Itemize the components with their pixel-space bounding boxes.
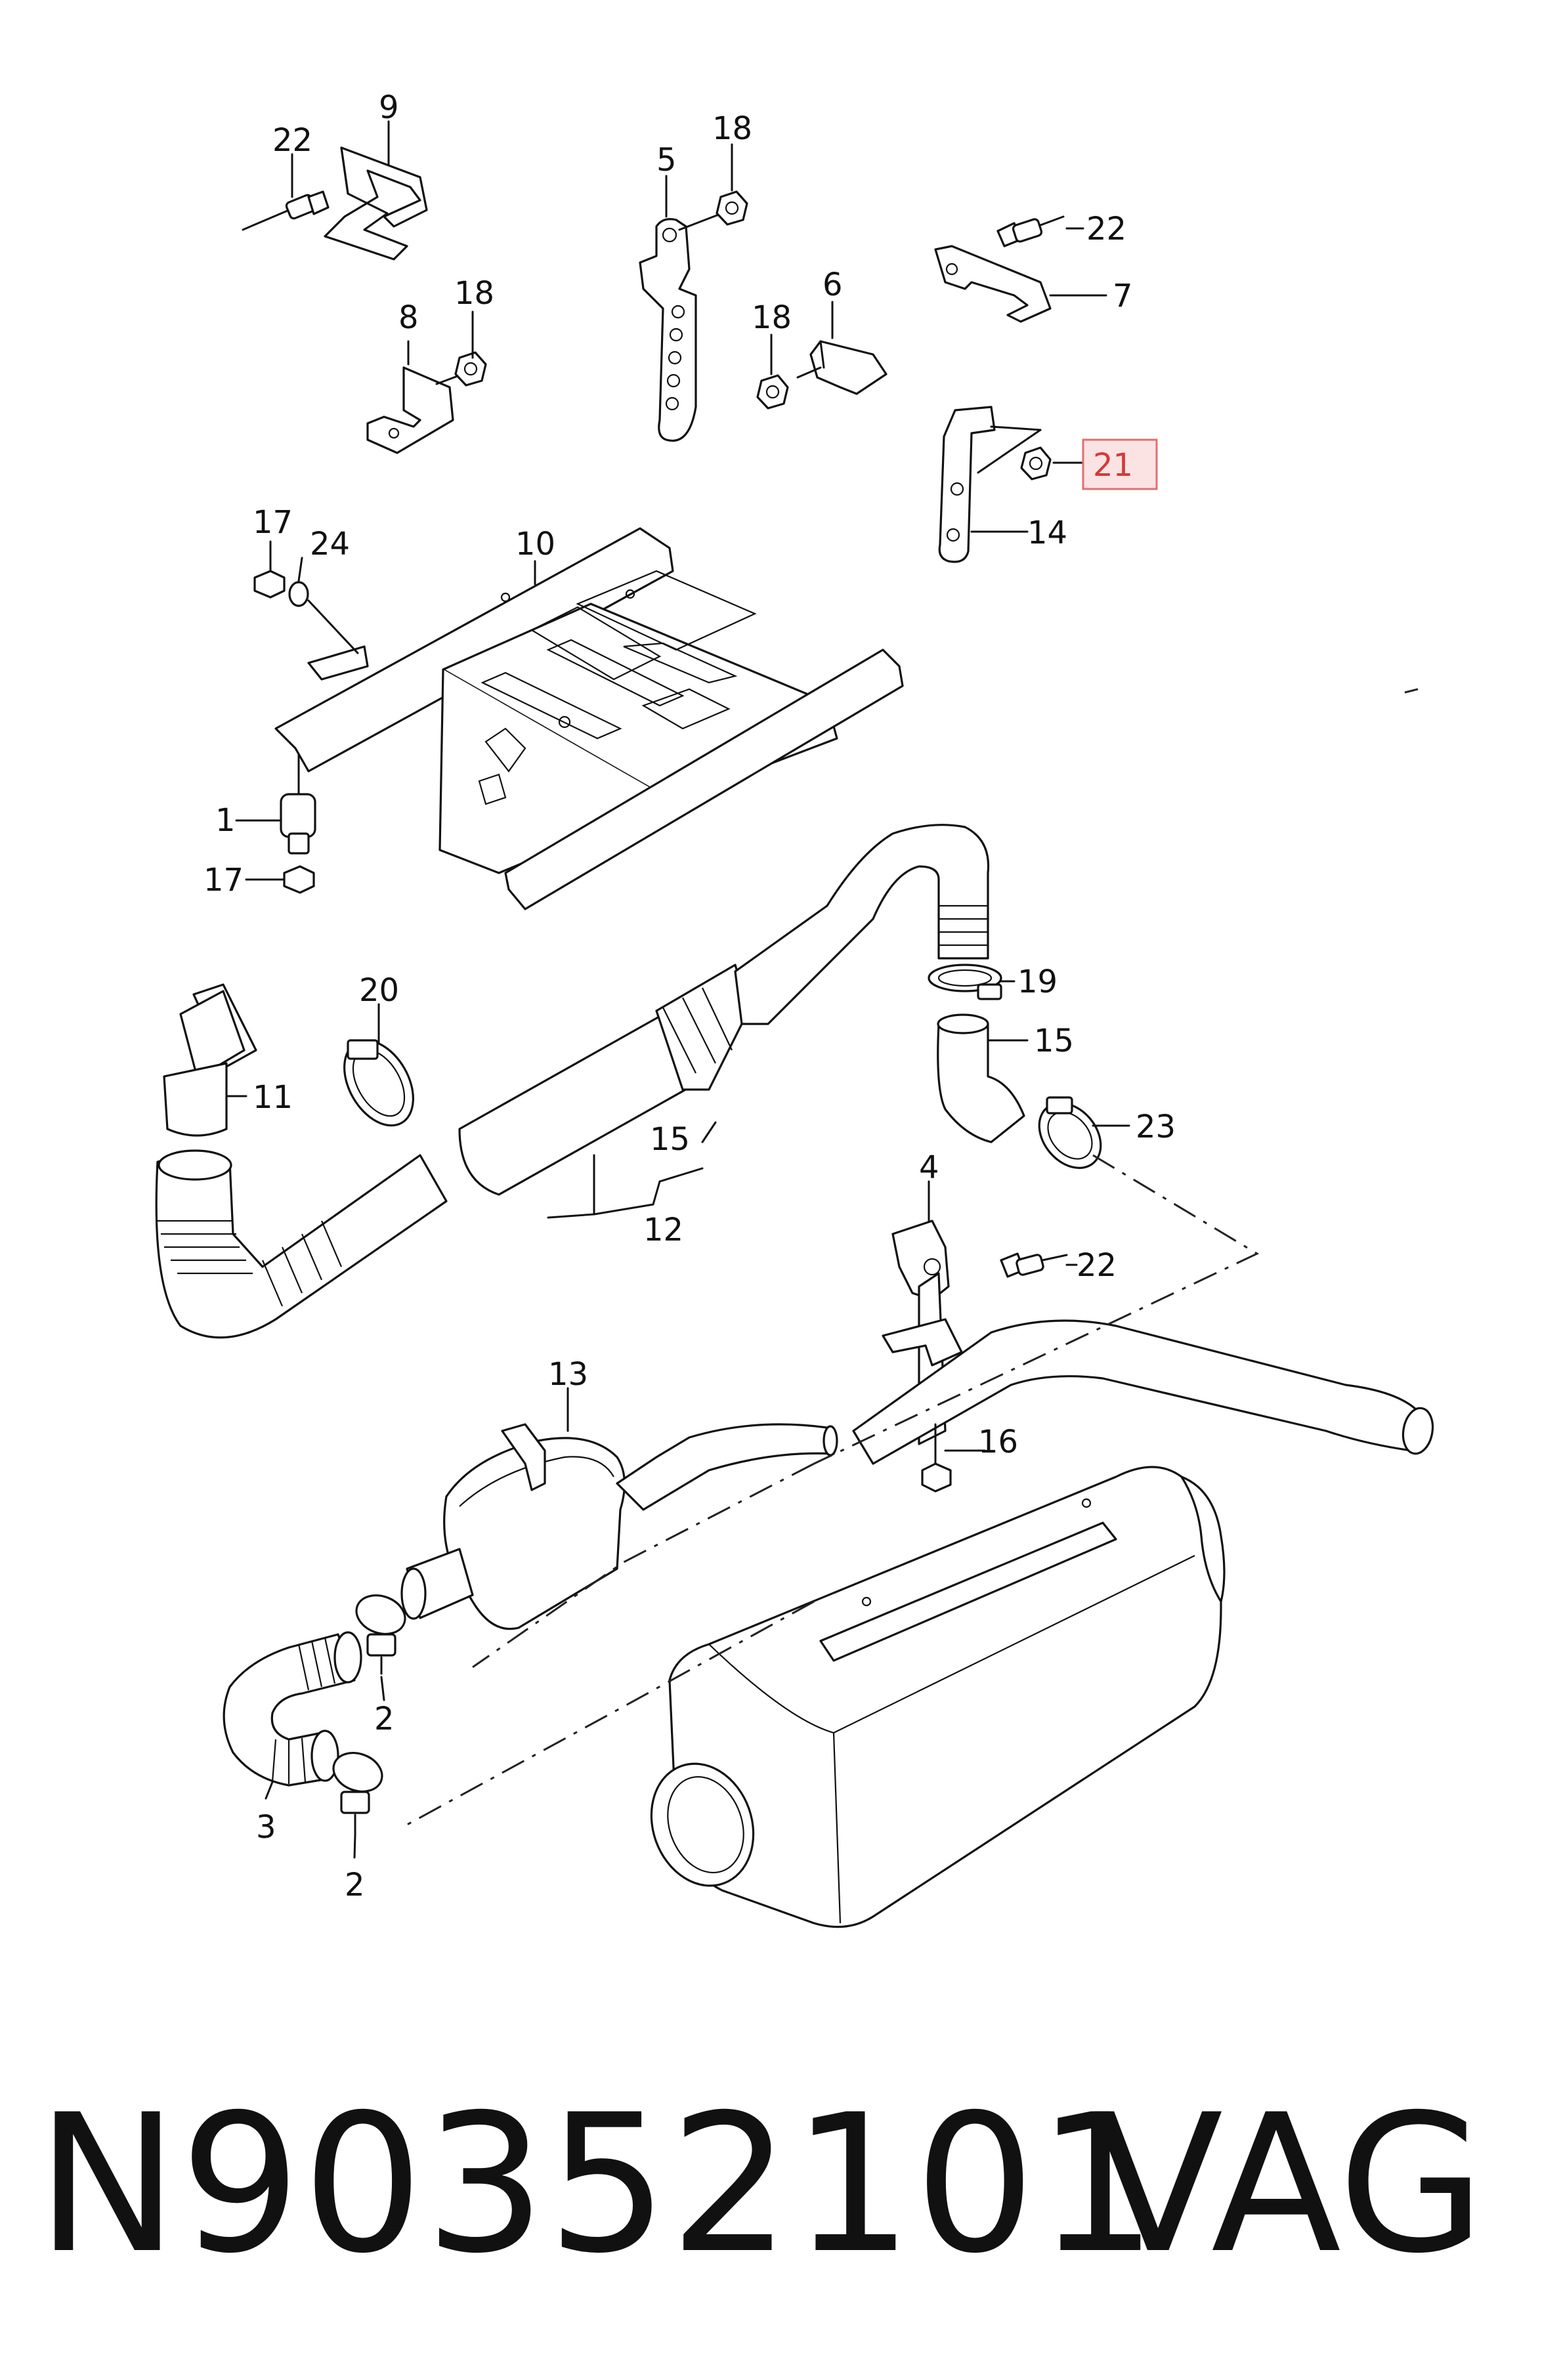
tailpipe (852, 1319, 1434, 1465)
stud-nut-18-a (678, 190, 748, 231)
callout-5: 5 (656, 142, 677, 179)
clamp-2-lower (332, 1752, 383, 1836)
callout-21: 21 (1093, 447, 1133, 484)
brand-label: VAG (1093, 2074, 1486, 2295)
callout-11: 11 (253, 1079, 293, 1116)
heater-unit (650, 1466, 1226, 1928)
washer-24 (288, 581, 359, 654)
nut-17-lower (283, 865, 315, 894)
flex-pipe-12 (155, 824, 990, 1339)
rivet-22-b (996, 215, 1065, 247)
isolator-1 (280, 754, 316, 855)
muffler-13 (400, 1423, 838, 1630)
callout-23: 23 (1136, 1109, 1176, 1145)
callout-22-a: 22 (272, 122, 312, 159)
callout-4: 4 (919, 1149, 939, 1186)
callout-10: 10 (515, 526, 555, 563)
stud-nut-18-b (435, 351, 487, 387)
bracket-9 (324, 146, 428, 261)
bracket-7 (934, 245, 1052, 323)
rivet-22-c (1000, 1252, 1068, 1278)
callout-18-b: 18 (454, 275, 494, 312)
callout-14: 14 (1027, 515, 1067, 551)
callout-22-b: 22 (1086, 211, 1126, 247)
clamp-20 (343, 1039, 414, 1127)
callout-15-lower: 15 (650, 1121, 690, 1158)
callout-8: 8 (398, 299, 419, 336)
assembly-lines (406, 688, 1419, 1826)
hose-11 (163, 983, 257, 1137)
flex-hose-3 (223, 1631, 362, 1787)
footer: N90352101 VAG (0, 2074, 1561, 2295)
elbow-15-upper (937, 1013, 1025, 1143)
callout-22-c: 22 (1077, 1247, 1117, 1284)
clamp-2-upper (355, 1594, 406, 1675)
stud-nut-18-c (756, 366, 822, 410)
callout-2-upper: 2 (374, 1701, 395, 1737)
callout-6: 6 (823, 266, 843, 303)
callout-12: 12 (643, 1212, 683, 1248)
callout-3: 3 (256, 1809, 276, 1846)
callout-18-c: 18 (752, 299, 792, 336)
callout-20: 20 (359, 972, 399, 1009)
part-number: N90352101 (36, 2074, 1159, 2295)
callout-16: 16 (978, 1424, 1018, 1460)
bracket-8 (366, 366, 454, 454)
nut-21 (977, 425, 1052, 480)
callout-7: 7 (1113, 278, 1133, 314)
callout-1: 1 (215, 802, 236, 839)
clamp-19 (928, 964, 1002, 1000)
callout-17-lower: 17 (203, 862, 244, 899)
mounting-frame-10 (274, 527, 904, 910)
highlight-box-21 (1082, 438, 1158, 490)
bracket-5 (639, 218, 697, 442)
leader-lines (225, 120, 1130, 1859)
rivet-22-a (242, 190, 330, 231)
bracket-6 (809, 340, 887, 395)
bolt-16 (921, 1423, 952, 1493)
callout-15-upper: 15 (1034, 1023, 1074, 1059)
callout-19: 19 (1017, 964, 1058, 1000)
clamp-23 (1038, 1096, 1102, 1169)
callout-24: 24 (310, 526, 350, 563)
callout-9: 9 (379, 89, 399, 126)
callout-labels: 22 9 5 18 22 7 8 18 18 6 21 14 17 24 10 … (203, 89, 1176, 1903)
callout-18-a: 18 (712, 110, 752, 147)
callout-13: 13 (548, 1356, 588, 1393)
nut-17-upper (253, 570, 286, 599)
bracket-14 (938, 406, 996, 563)
callout-17-upper: 17 (253, 504, 293, 541)
callout-2-lower: 2 (345, 1867, 365, 1903)
